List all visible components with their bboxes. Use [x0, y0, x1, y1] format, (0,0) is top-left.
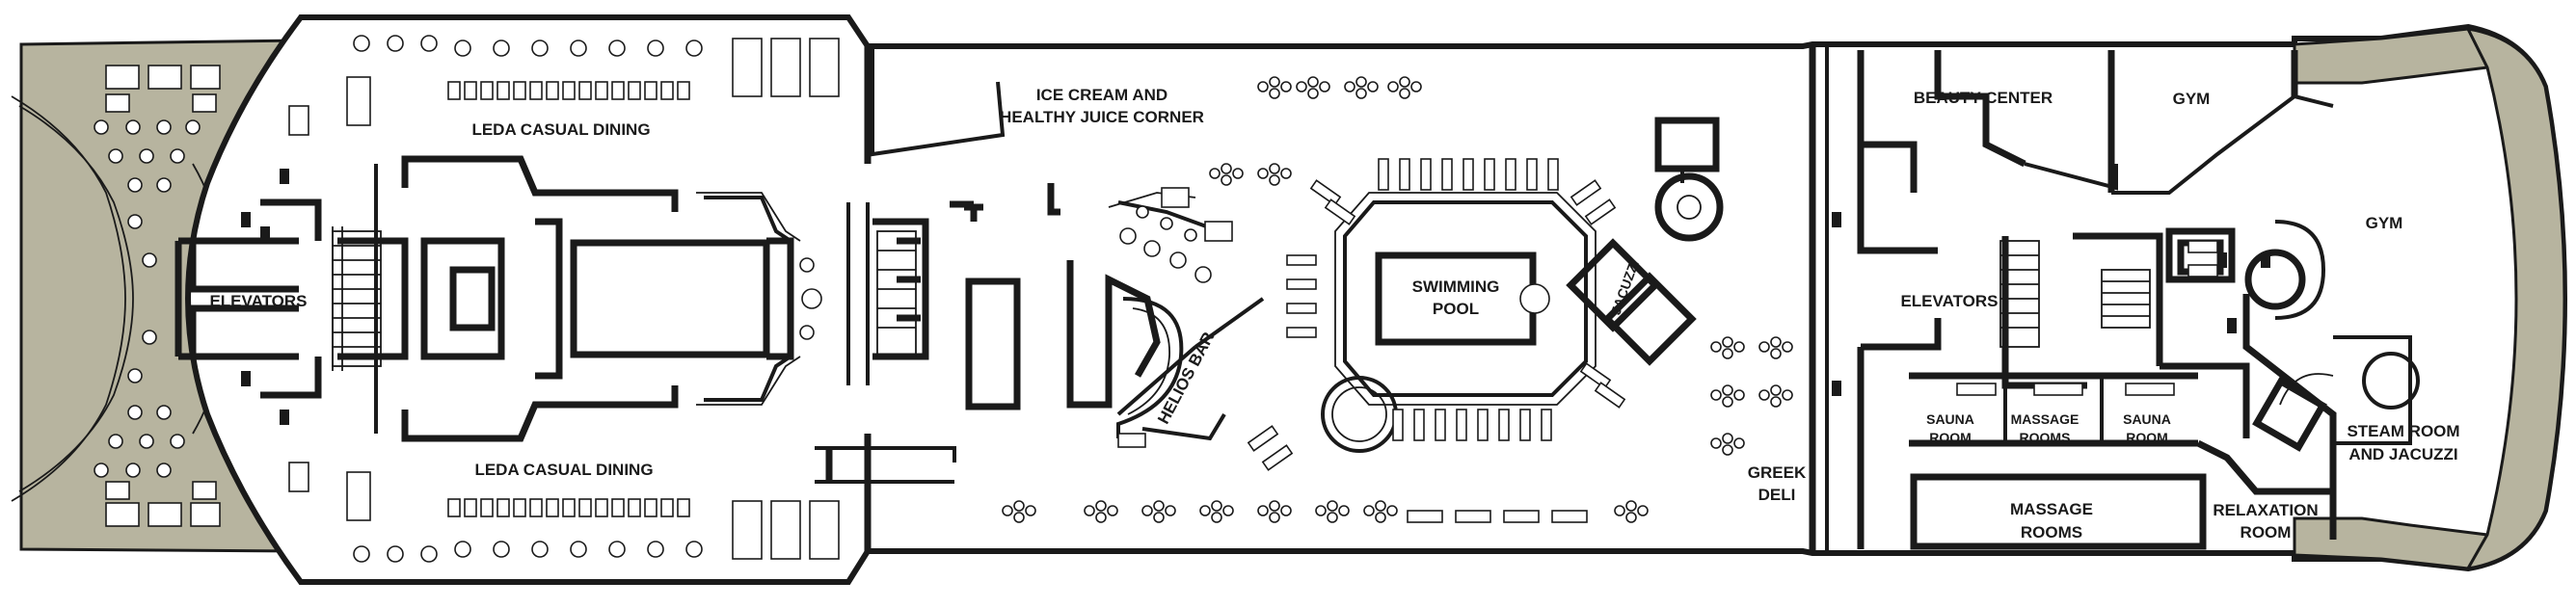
label-leda-top: LEDA CASUAL DINING [471, 120, 650, 139]
forward-deck-furniture [94, 65, 221, 527]
spa-fixtures [1956, 240, 2218, 396]
label-steam-room-line2: AND JACUZZI [2348, 445, 2457, 463]
helios-bar [1108, 187, 1233, 448]
aft-teak-deck-top [2293, 27, 2490, 85]
label-relaxation-line2: ROOM [2241, 523, 2292, 542]
aft-teak-deck-stern [2465, 27, 2566, 571]
label-leda-bottom: LEDA CASUAL DINING [474, 461, 653, 479]
label-swimming-pool-line1: SWIMMING [1412, 278, 1500, 296]
label-elevators-aft: ELEVATORS [1900, 292, 1998, 310]
label-sauna-b-line2: ROOM [2126, 430, 2168, 445]
label-gym-large: GYM [2366, 214, 2403, 232]
label-elevators-forward: ELEVATORS [209, 292, 307, 310]
restroom-icons [241, 169, 2270, 425]
stairs [332, 230, 2151, 367]
label-ice-cream-line2: HEALTHY JUICE CORNER [1000, 108, 1204, 126]
leda-dining-furniture [288, 35, 840, 563]
label-relaxation-line1: RELAXATION [2213, 501, 2318, 519]
pool-loungers [1247, 158, 1626, 523]
aft-walls [1857, 50, 2420, 550]
label-gym-small: GYM [2173, 90, 2211, 108]
label-steam-room-line1: STEAM ROOM [2347, 422, 2459, 440]
label-massage-big-line1: MASSAGE [2010, 500, 2093, 518]
central-walls [815, 46, 1265, 551]
label-greek-deli-line1: GREEK [1748, 463, 1807, 482]
label-massage-big-line2: ROOMS [2021, 523, 2082, 542]
label-swimming-pool-line2: POOL [1433, 300, 1479, 318]
pool-area [1321, 117, 1724, 453]
label-sauna-b-line1: SAUNA [2123, 411, 2171, 427]
label-sauna-a-line2: ROOM [1929, 430, 1972, 445]
label-sauna-a-line1: SAUNA [1926, 411, 1974, 427]
label-greek-deli-line2: DELI [1758, 486, 1796, 504]
label-beauty-center: BEAUTY CENTER [1914, 89, 2053, 107]
table-clusters [1002, 76, 1793, 523]
label-massage-small-line1: MASSAGE [2011, 411, 2080, 427]
label-ice-cream-line1: ICE CREAM AND [1036, 86, 1167, 104]
label-massage-small-line2: ROOMS [2020, 430, 2071, 445]
forward-core-walls [174, 155, 822, 442]
